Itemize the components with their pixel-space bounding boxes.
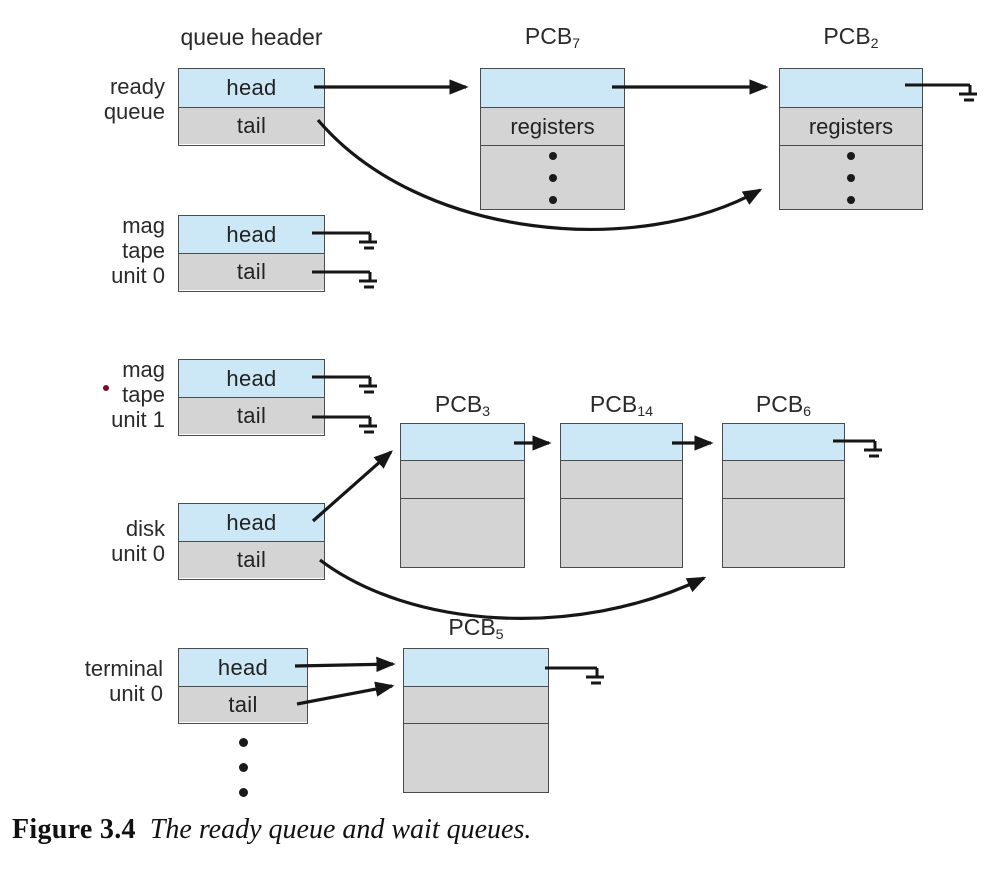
- pcb2-link-cell: [780, 69, 922, 108]
- disk-0-header-box: head tail: [178, 503, 325, 580]
- figure-number: Figure 3.4: [12, 814, 136, 845]
- queue-header-title: queue header: [180, 24, 323, 50]
- pcb14-link-cell: [561, 424, 682, 461]
- pcb5-bottom-cell: [404, 724, 548, 792]
- mag-tape-0-head-cell: head: [179, 216, 324, 254]
- pcb3-title: PCB3: [434, 391, 491, 420]
- pcb2-ellipsis-dots: [780, 146, 922, 209]
- terminal-queue-ellipsis-dots: [239, 738, 248, 797]
- pcb3-bottom-cell: [401, 499, 524, 567]
- pcb2-title: PCB2: [823, 23, 879, 52]
- pcb6-title: PCB6: [755, 391, 812, 420]
- stray-red-dot: [103, 385, 109, 391]
- arrow-terminal-head-to-pcb5: [294, 656, 396, 673]
- ready-head-cell: head: [179, 69, 324, 108]
- pcb7-registers-cell: registers: [481, 108, 624, 146]
- terminal-0-tail-cell: tail: [179, 687, 307, 722]
- disk-0-head-cell: head: [179, 504, 324, 542]
- pcb14-bottom-cell: [561, 499, 682, 567]
- arrow-disk-tail-to-pcb6: [319, 558, 707, 620]
- pcb14-middle-cell: [561, 461, 682, 499]
- pcb3-box: [400, 423, 525, 568]
- arrow-terminal-tail-to-pcb5: [296, 681, 395, 706]
- pcb14-title: PCB14: [589, 391, 654, 420]
- pcb5-title: PCB5: [448, 614, 504, 643]
- ready-queue-header-box: head tail: [178, 68, 325, 146]
- figure-caption: Figure 3.4 The ready queue and wait queue…: [12, 814, 531, 846]
- pcb7-title: PCB7: [524, 23, 581, 52]
- pcb3-middle-cell: [401, 461, 524, 499]
- pcb6-bottom-cell: [723, 499, 844, 567]
- pcb3-link-cell: [401, 424, 524, 461]
- pcb6-middle-cell: [723, 461, 844, 499]
- disk-0-tail-cell: tail: [179, 542, 324, 578]
- ground-icon-pcb5: [545, 666, 604, 685]
- ready-tail-cell: tail: [179, 108, 324, 144]
- terminal-0-head-cell: head: [179, 649, 307, 687]
- pcb5-link-cell: [404, 649, 548, 687]
- mag-tape-0-header-box: head tail: [178, 215, 325, 292]
- pcb6-link-cell: [723, 424, 844, 461]
- mag-tape-1-tail-cell: tail: [179, 398, 324, 434]
- pcb5-middle-cell: [404, 687, 548, 724]
- pcb7-box: registers: [480, 68, 625, 210]
- mag-tape-0-tail-cell: tail: [179, 254, 324, 290]
- figure-caption-text: The ready queue and wait queues.: [149, 814, 532, 845]
- pcb6-box: [722, 423, 845, 568]
- pcb14-box: [560, 423, 683, 568]
- pcb2-box: registers: [779, 68, 923, 210]
- pcb7-link-cell: [481, 69, 624, 108]
- pcb2-registers-cell: registers: [780, 108, 922, 146]
- pcb5-box: [403, 648, 549, 793]
- mag-tape-1-header-box: head tail: [178, 359, 325, 436]
- mag-tape-1-head-cell: head: [179, 360, 324, 398]
- pcb7-ellipsis-dots: [481, 146, 624, 209]
- terminal-0-header-box: head tail: [178, 648, 308, 724]
